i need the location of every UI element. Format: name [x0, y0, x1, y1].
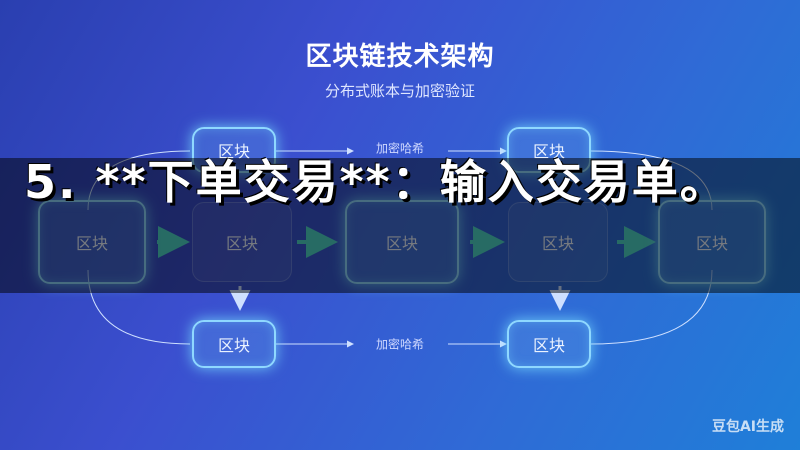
block-bottom-right: 区块 [507, 320, 591, 368]
diagram-title: 区块链技术架构 [305, 42, 495, 72]
diagram-subtitle: 分布式账本与加密验证 [324, 82, 475, 100]
caption-overlay [0, 158, 800, 293]
watermark: 豆包AI生成 [711, 419, 784, 435]
edge-label-bottom: 加密哈希 [375, 337, 425, 352]
caption-text: 5. **下单交易**：输入交易单。 [24, 155, 728, 209]
block-bottom-left: 区块 [192, 320, 276, 368]
edge-label-top: 加密哈希 [375, 141, 425, 156]
